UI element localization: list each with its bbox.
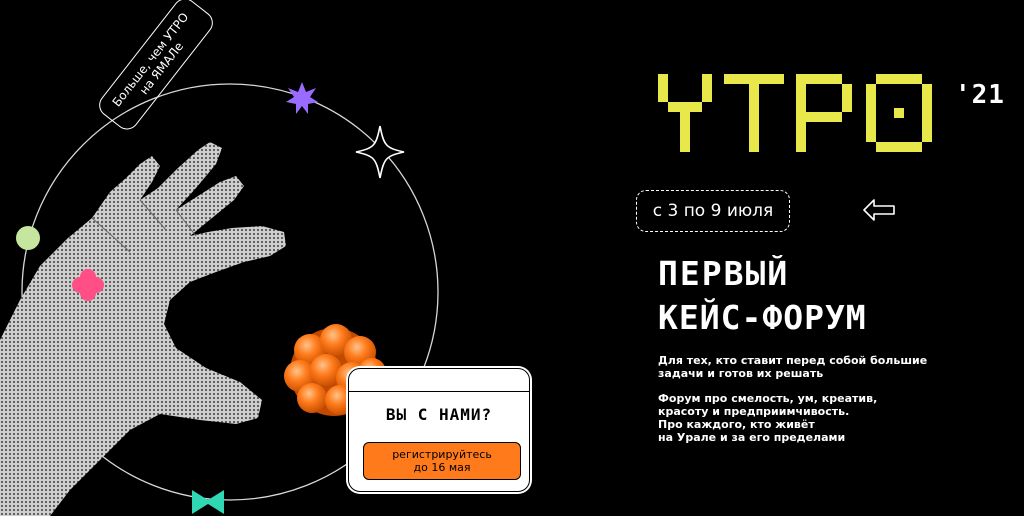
description-p2-line: красоту и предприимчивость. [658,405,850,418]
description-p2-line: Форум про смелость, ум, креатив, [658,392,878,405]
description-p2-line: на Урале и за его пределами [658,431,846,444]
description-p2-line: Про каждого, кто живёт [658,418,815,431]
bow-icon [192,490,224,514]
flower-icon [72,269,104,301]
orbit-circle [21,83,439,501]
registration-card: ВЫ С НАМИ? регистрируйтесь до 16 мая [348,368,530,492]
date-button[interactable]: с 3 по 9 июля [636,190,790,232]
description: Для тех, кто ставит перед собой большие … [658,354,948,456]
logo-year: '21 [955,80,1005,110]
register-button-line2: до 16 мая [413,461,471,474]
card-title: ВЫ С НАМИ? [385,405,493,424]
headline-line1: ПЕРВЫЙ [658,255,789,293]
card-titlebar [349,369,529,392]
hand-creases [91,199,197,253]
diamond-icon [355,125,405,179]
register-button-line1: регистрируйтесь [392,448,492,461]
headline-line2: КЕЙС-ФОРУМ [658,297,867,337]
arrow-left-icon[interactable] [862,196,898,224]
description-p2: Форум про смелость, ум, креатив, красоту… [658,392,948,444]
description-p1: Для тех, кто ставит перед собой большие … [658,354,928,380]
lime-dot-icon [16,226,40,250]
register-button[interactable]: регистрируйтесь до 16 мая [363,442,521,480]
sparkle-icon [286,82,318,114]
hand-illustration [0,142,286,516]
headline: ПЕРВЫЙ КЕЙС-ФОРУМ [658,255,867,337]
logo-utro [658,74,932,152]
